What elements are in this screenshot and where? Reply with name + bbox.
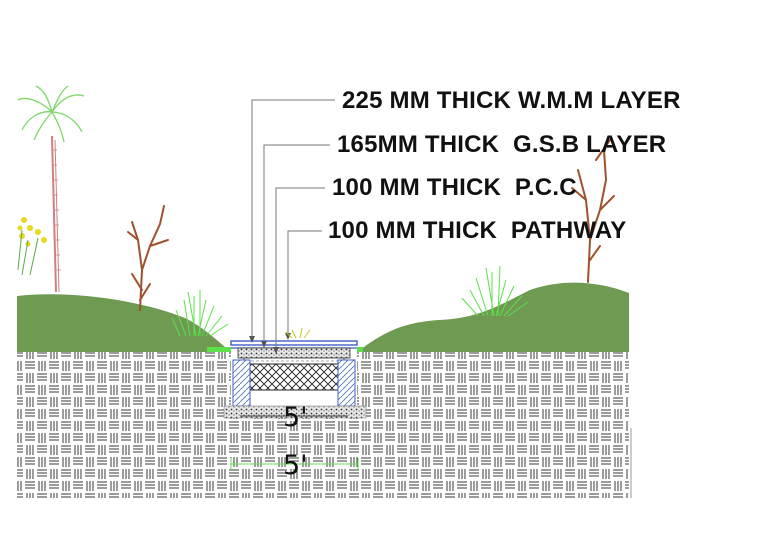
flower-shrub [17,217,47,276]
right-edge-grass [357,347,363,352]
wmm-layer-label: 225 MM THICK W.M.M LAYER [342,87,681,114]
pathway-layer-label: 100 MM THICK PATHWAY [328,217,627,244]
right-ground-mound [357,282,629,352]
small-plant [285,327,311,339]
palm-tree [17,85,85,293]
pcc-layer-label: 100 MM THICK P.C.C [332,174,577,201]
left-ground-mound [17,294,231,352]
inner-width-dimension: 5' [283,402,308,433]
bare-tree-right [571,139,615,283]
bare-tree-left [127,205,169,311]
pathway-section [223,340,367,419]
grass-clump-right [461,265,529,317]
grass-clump-left [171,290,229,337]
left-edge-grass [207,347,231,352]
outer-width-dimension: 5' [283,450,308,481]
gsb-layer-label: 165MM THICK G.S.B LAYER [337,131,667,158]
outer-dimension-line [230,458,359,470]
leader-lines [251,99,335,352]
